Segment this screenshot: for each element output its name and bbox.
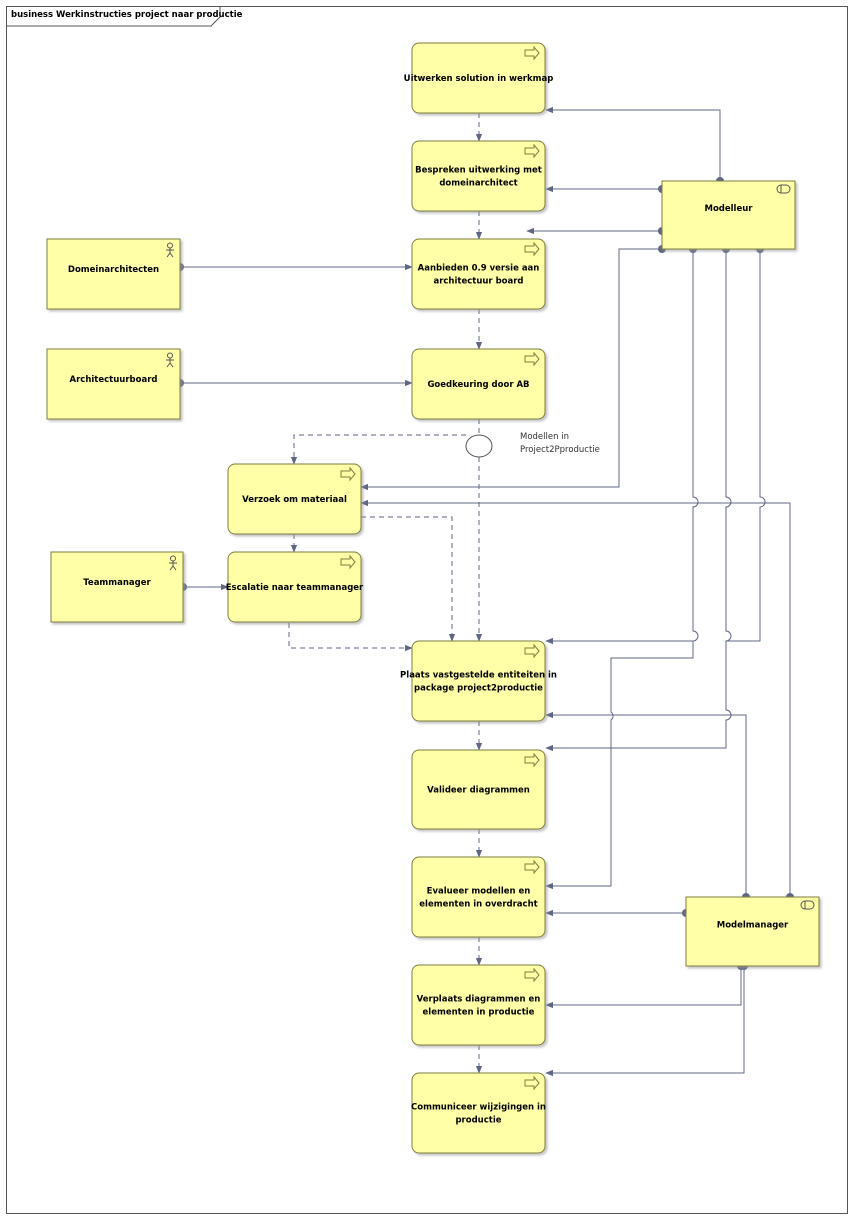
component-icon — [800, 900, 815, 910]
process-arrow-icon — [524, 351, 540, 367]
process-p10[interactable]: Verplaats diagrammen en elementen in prod… — [411, 964, 546, 1046]
process-label: Plaats vastgestelde entiteiten in — [400, 671, 557, 681]
component-c2[interactable]: Modelmanager — [685, 896, 820, 967]
process-arrow-icon — [524, 752, 540, 768]
process-arrow-icon — [524, 143, 540, 159]
process-label: productie — [455, 1116, 501, 1126]
process-label: Communiceer wijzigingen in — [411, 1103, 546, 1113]
process-label: Uitwerken solution in werkmap — [404, 74, 554, 84]
process-arrow-icon — [524, 1075, 540, 1091]
process-arrow-icon — [524, 643, 540, 659]
actor-label: Teammanager — [83, 578, 151, 588]
process-p4[interactable]: Goedkeuring door AB — [411, 348, 546, 420]
process-label: Bespreken uitwerking met — [415, 166, 542, 176]
process-p8[interactable]: Valideer diagrammen — [411, 749, 546, 830]
process-label: elementen in productie — [423, 1008, 535, 1018]
gateway-node[interactable]: Modellen in Project2Pproductie — [465, 432, 600, 458]
actor-a1[interactable]: Domeinarchitecten — [46, 238, 181, 310]
process-label: Verplaats diagrammen en — [417, 995, 541, 1005]
process-arrow-icon — [524, 859, 540, 875]
actor-a2[interactable]: Architectuurboard — [46, 348, 181, 420]
component-label: Modelleur — [705, 204, 754, 214]
process-p5[interactable]: Verzoek om materiaal — [227, 463, 362, 535]
process-p7[interactable]: Plaats vastgestelde entiteiten in package… — [400, 640, 557, 722]
process-label: Goedkeuring door AB — [427, 380, 529, 390]
process-p11[interactable]: Communiceer wijzigingen in productie — [411, 1072, 546, 1154]
component-label: Modelmanager — [717, 921, 789, 931]
actor-icon — [169, 555, 177, 571]
process-arrow-icon — [524, 241, 540, 257]
process-arrow-icon — [524, 967, 540, 983]
actor-icon — [166, 352, 174, 368]
process-label: architectuur board — [433, 277, 523, 287]
process-p1[interactable]: Uitwerken solution in werkmap — [404, 42, 554, 114]
process-p3[interactable]: Aanbieden 0.9 versie aan architectuur boa… — [411, 238, 546, 310]
diagram-frame — [6, 6, 848, 1214]
component-c1[interactable]: Modelleur — [661, 180, 796, 250]
actor-icon — [166, 242, 174, 258]
process-p6[interactable]: Escalatie naar teammanager — [226, 551, 364, 623]
actor-a3[interactable]: Teammanager — [50, 551, 184, 623]
solid-flows — [180, 106, 791, 1077]
process-p9[interactable]: Evalueer modellen en elementen in overdra… — [411, 856, 546, 938]
process-arrow-icon — [340, 554, 356, 570]
actor-label: Domeinarchitecten — [68, 265, 159, 275]
process-label: Aanbieden 0.9 versie aan — [418, 264, 540, 274]
dashed-flows — [288, 113, 483, 1074]
process-label: Evalueer modellen en — [427, 887, 531, 897]
gateway-label-line1: Modellen in — [520, 432, 569, 442]
process-label: Verzoek om materiaal — [242, 495, 347, 505]
frame-title: business Werkinstructies project naar pr… — [11, 10, 243, 20]
component-icon — [776, 184, 791, 194]
process-label: Escalatie naar teammanager — [226, 583, 364, 593]
process-label: domeinarchitect — [439, 179, 517, 189]
process-label: elementen in overdracht — [419, 900, 537, 910]
gateway-label-line2: Project2Pproductie — [520, 445, 600, 455]
process-label: package project2productie — [414, 684, 543, 694]
process-arrow-icon — [524, 45, 540, 61]
process-arrow-icon — [340, 466, 356, 482]
process-label: Valideer diagrammen — [427, 786, 530, 796]
process-p2[interactable]: Bespreken uitwerking met domeinarchitect — [411, 140, 546, 212]
actor-label: Architectuurboard — [70, 375, 158, 385]
